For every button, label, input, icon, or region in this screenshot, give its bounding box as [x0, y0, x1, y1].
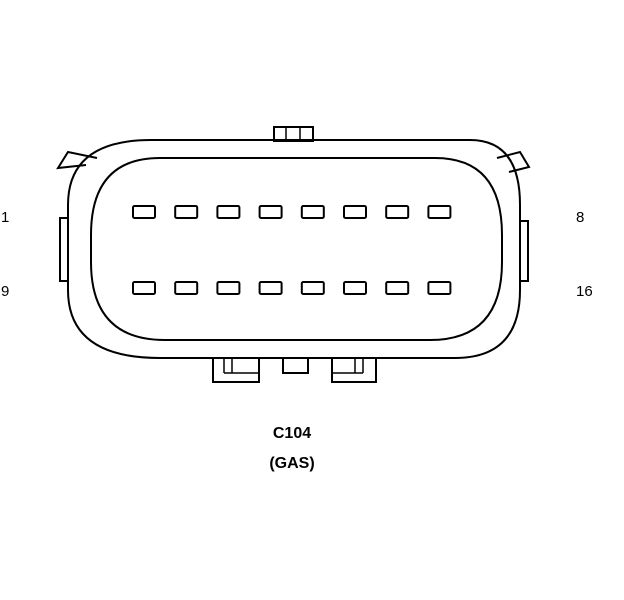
pin-label-top-left: 1: [1, 209, 9, 226]
pin-label-top-right: 8: [576, 209, 584, 226]
connector-variant: (GAS): [269, 455, 314, 472]
pin-cavity-16: [427, 281, 452, 295]
pin-cavity-11: [216, 281, 241, 295]
right-lock-rib: [519, 220, 529, 282]
pin-row-bottom: [132, 281, 452, 295]
bottom-right-tab: [331, 357, 377, 383]
pin-cavity-2: [174, 205, 199, 219]
connector-housing-outer: [67, 139, 521, 359]
pin-label-bottom-right: 16: [576, 283, 593, 300]
left-lock-rib: [59, 217, 69, 282]
pin-cavity-5: [300, 205, 325, 219]
connector-id: C104: [273, 425, 311, 442]
pin-label-bottom-left: 9: [1, 283, 9, 300]
bottom-left-tab: [212, 357, 260, 383]
pin-cavity-9: [132, 281, 156, 295]
pin-cavity-4: [258, 205, 283, 219]
pin-cavity-3: [216, 205, 241, 219]
pin-cavity-15: [385, 281, 410, 295]
pin-row-top: [132, 205, 452, 219]
pin-cavity-7: [385, 205, 410, 219]
pin-cavity-14: [343, 281, 367, 295]
top-latch-tab: [273, 126, 314, 142]
pin-cavity-8: [427, 205, 452, 219]
right-ear: [496, 150, 531, 173]
connector-housing-inner: [90, 157, 503, 341]
pin-cavity-1: [132, 205, 156, 219]
bottom-center-tab: [282, 357, 309, 374]
pin-cavity-13: [300, 281, 325, 295]
pin-cavity-6: [343, 205, 367, 219]
pin-cavity-12: [258, 281, 283, 295]
pin-cavity-10: [174, 281, 199, 295]
left-ear: [56, 150, 98, 170]
